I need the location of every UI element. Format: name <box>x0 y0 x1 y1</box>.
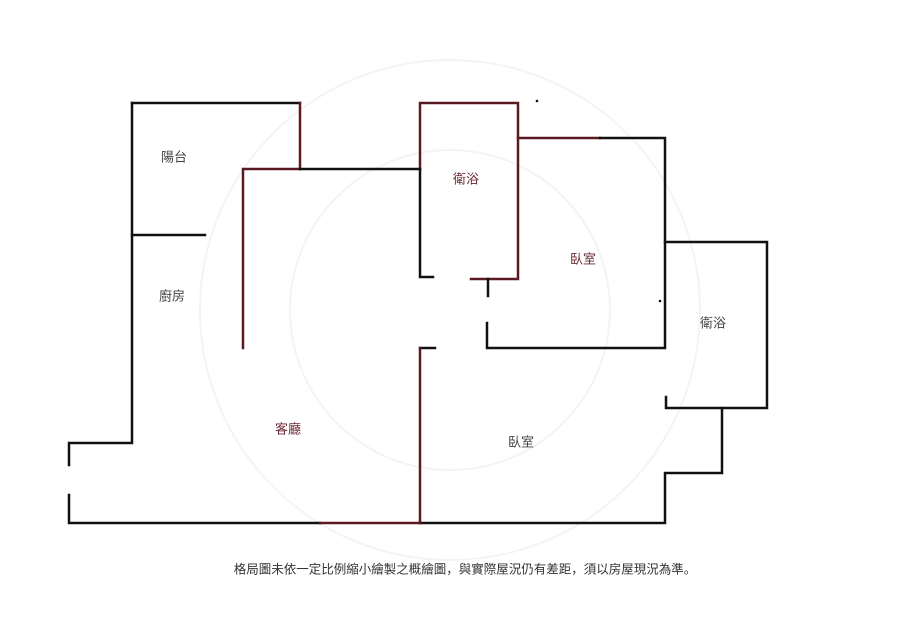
watermark-inner <box>289 149 611 471</box>
room-label-bathroom-2: 衛浴 <box>699 316 727 332</box>
room-label-balcony: 陽台 <box>160 150 188 166</box>
watermark <box>199 59 701 561</box>
room-label-bedroom-2: 臥室 <box>507 435 535 451</box>
room-label-living-room: 客廳 <box>274 422 302 438</box>
dot <box>658 299 662 303</box>
wall <box>241 167 302 350</box>
wall <box>663 240 769 410</box>
dot <box>535 99 539 103</box>
room-label-bedroom-1: 臥室 <box>569 252 597 268</box>
wall <box>418 167 435 279</box>
wall <box>485 136 667 350</box>
wall <box>67 493 322 525</box>
room-label-bathroom-1: 衛浴 <box>452 172 480 188</box>
disclaimer-caption: 格局圖未依一定比例縮小繪製之概繪圖，與實際屋況仍有差距，須以房屋現況為準。 <box>233 561 697 577</box>
wall <box>67 101 134 467</box>
room-label-kitchen: 廚房 <box>158 289 186 305</box>
wall <box>418 101 520 281</box>
wall <box>418 406 724 525</box>
